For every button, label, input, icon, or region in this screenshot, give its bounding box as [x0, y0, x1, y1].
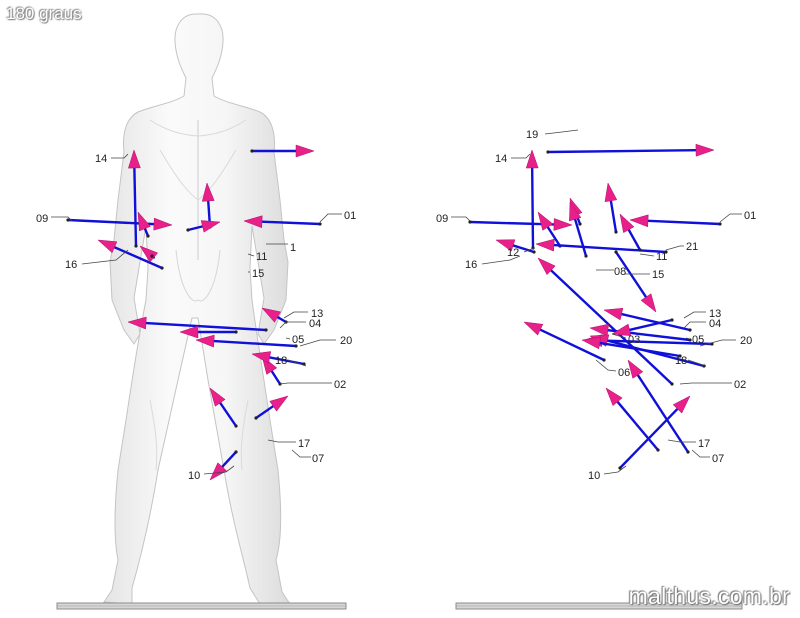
label-17: 17: [698, 438, 710, 450]
labels-left-panel: 01 02 04 05 07 09 10 11 13 14 15 16 17 1…: [36, 153, 356, 482]
labels-right-panel: 01 02 03 04 05 06 07 08 09 10 11 12 13 1…: [436, 129, 756, 482]
label-10: 10: [588, 470, 600, 482]
label-15: 15: [652, 269, 664, 281]
force-vector-left-4: [186, 220, 221, 233]
label-06: 06: [618, 367, 630, 379]
label-19: 19: [526, 129, 538, 141]
force-vector-left-2: [128, 149, 141, 248]
label-18: 18: [275, 355, 287, 367]
label-04: 04: [309, 318, 321, 330]
force-vector-left-16: [251, 351, 306, 366]
force-vector-left-13: [254, 395, 289, 420]
label-13: 13: [311, 308, 323, 320]
label-16: 16: [65, 259, 77, 271]
force-vector-left-1: [250, 144, 315, 158]
label-07: 07: [712, 453, 724, 465]
label-20: 20: [740, 335, 752, 347]
label-16: 16: [465, 259, 477, 271]
label-14: 14: [495, 153, 507, 165]
label-02: 02: [334, 379, 346, 391]
force-vector-right-8: [535, 238, 668, 254]
label-13: 13: [709, 308, 721, 320]
watermark: malthus.com.br: [628, 583, 790, 609]
label-05: 05: [292, 334, 304, 346]
force-vector-left-12: [209, 387, 238, 428]
label-04: 04: [709, 318, 721, 330]
label-20: 20: [340, 335, 352, 347]
view-angle-title: 180 graus: [6, 4, 82, 23]
force-vector-right-10: [619, 213, 642, 252]
force-vector-right-15: [523, 321, 606, 362]
label-15: 15: [252, 268, 264, 280]
force-vector-right-19: [614, 250, 657, 313]
label-01: 01: [344, 210, 356, 222]
label-10: 10: [188, 470, 200, 482]
force-vector-right-0: [629, 214, 722, 228]
label-1: 1: [290, 242, 296, 254]
label-09: 09: [36, 213, 48, 225]
force-vector-left-14: [209, 450, 238, 481]
label-17: 17: [298, 438, 310, 450]
label-18: 18: [675, 355, 687, 367]
force-vector-right-5: [468, 218, 573, 231]
force-vector-right-16: [605, 387, 660, 452]
label-12: 12: [507, 247, 519, 259]
force-vector-left-0: [243, 215, 322, 229]
force-vector-right-18: [627, 359, 690, 454]
base-plate-right: [455, 602, 743, 610]
force-vector-right-17: [618, 395, 691, 470]
label-08: 08: [614, 266, 626, 278]
human-figure-back-view: [103, 13, 291, 605]
label-14: 14: [95, 153, 107, 165]
force-vector-right-1: [546, 143, 715, 157]
force-vector-right-12: [603, 307, 692, 332]
label-07: 07: [312, 453, 324, 465]
label-11: 11: [256, 251, 267, 263]
force-vector-right-3: [604, 182, 618, 234]
force-vector-right-2: [525, 149, 539, 250]
force-vector-right-21: [611, 318, 674, 337]
force-vector-left-8: [139, 245, 159, 263]
force-vector-left-10: [127, 316, 268, 332]
label-01: 01: [744, 210, 756, 222]
base-plate-left: [56, 602, 347, 610]
force-vector-left-17: [261, 307, 288, 324]
vectors-left-panel: [66, 144, 322, 481]
force-vector-right-7: [495, 239, 536, 254]
label-05: 05: [692, 334, 704, 346]
label-03: 03: [628, 334, 640, 346]
label-11: 11: [656, 251, 667, 263]
force-vector-right-9: [569, 201, 588, 258]
vectors-right-panel: [468, 143, 722, 470]
label-09: 09: [436, 213, 448, 225]
force-vector-right-22: [581, 336, 682, 358]
label-02: 02: [734, 379, 746, 391]
label-21: 21: [686, 241, 698, 253]
force-vector-left-11: [179, 325, 238, 339]
force-vector-right-11: [537, 257, 674, 386]
force-vector-left-7: [97, 239, 164, 270]
force-vector-left-15: [195, 334, 298, 348]
force-vector-left-6: [137, 211, 151, 238]
